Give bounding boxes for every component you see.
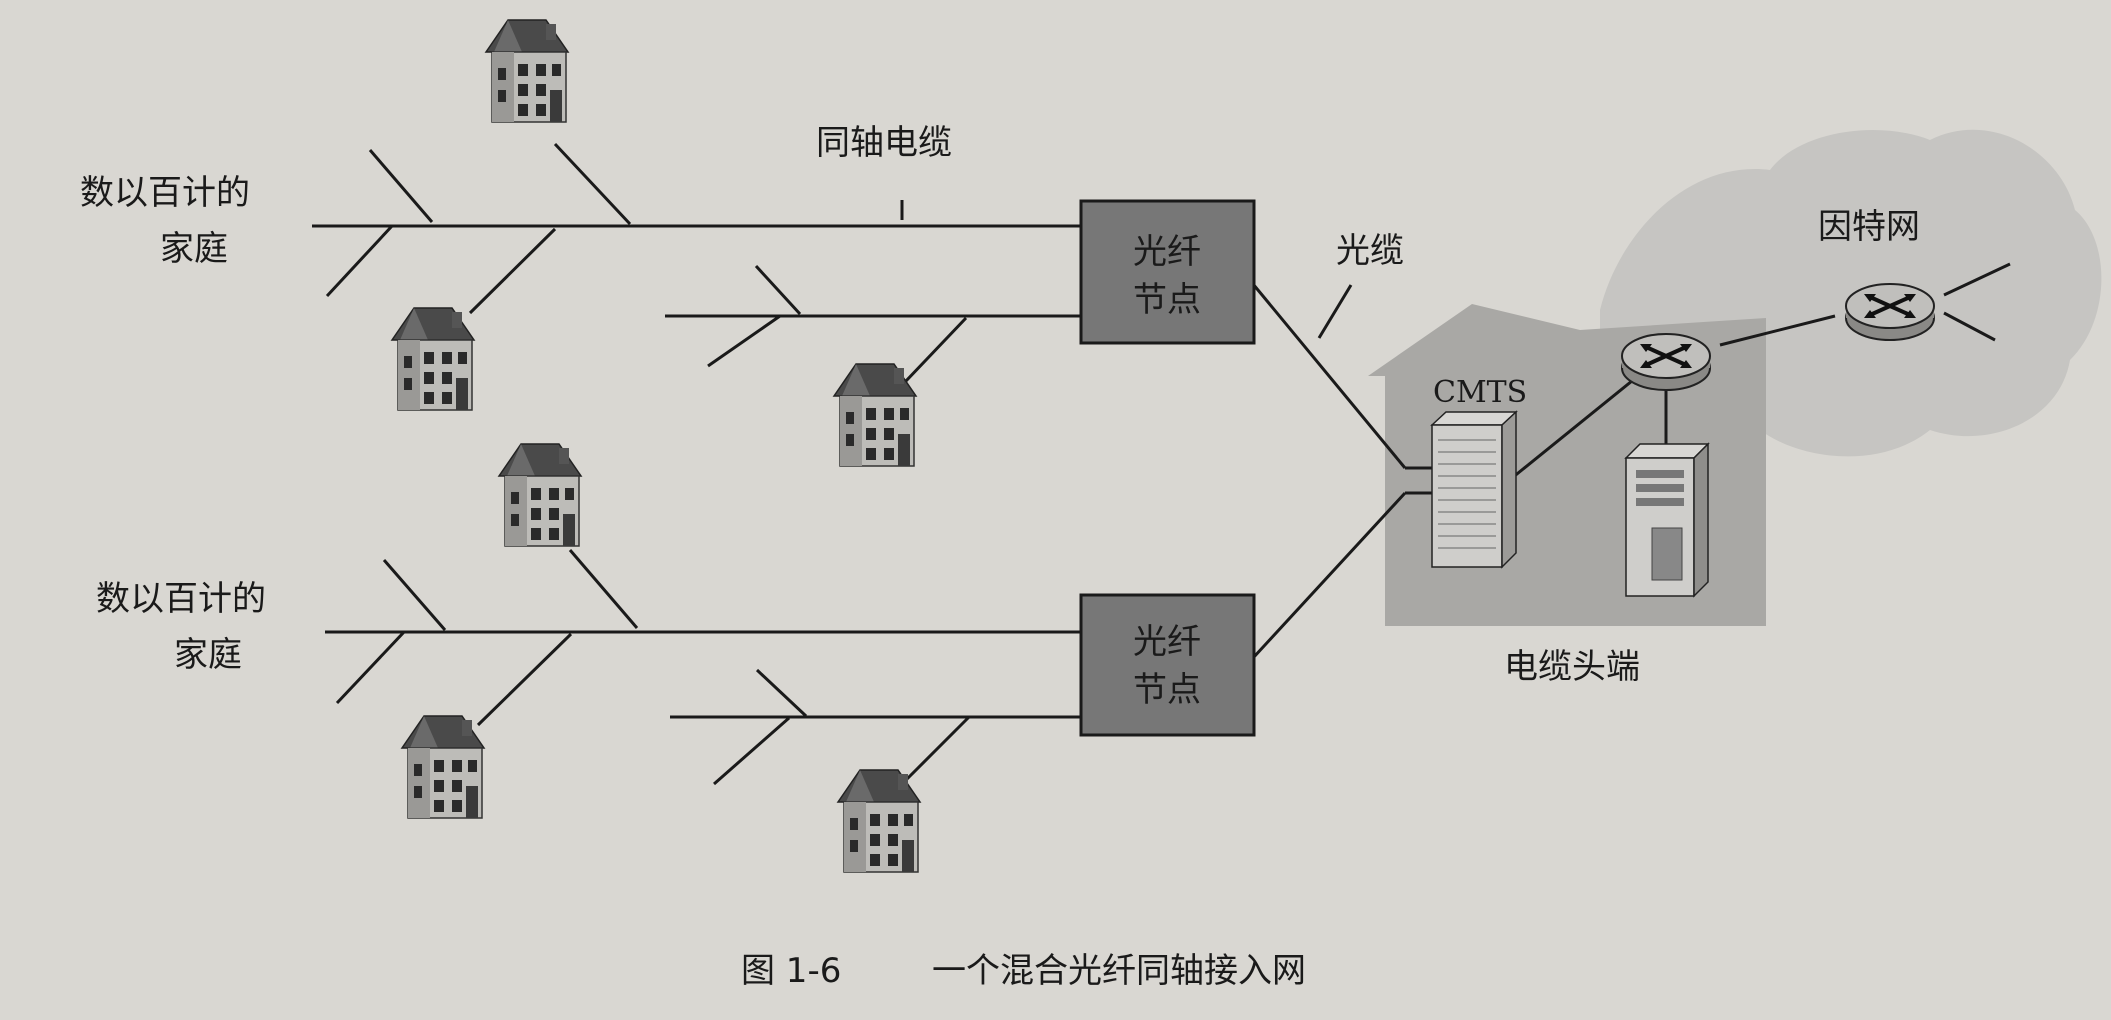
- caption-number: 图 1-6: [741, 951, 841, 991]
- fiber-cable-label: 光缆: [1336, 231, 1404, 271]
- fiber-node-bottom: [1079, 593, 1256, 737]
- cmts-label: CMTS: [1433, 375, 1527, 410]
- fiber-node-top-line2: 节点: [1133, 280, 1201, 320]
- headend-router-icon: [1620, 332, 1712, 392]
- cmts-rack: [1430, 410, 1518, 569]
- house-icon: [498, 443, 582, 547]
- homes-bottom-line1: 数以百计的: [96, 579, 266, 619]
- homes-bottom-line2: 家庭: [174, 635, 242, 675]
- top-group: [312, 142, 1083, 384]
- homes-top-line1: 数以百计的: [80, 173, 250, 213]
- internet-label: 因特网: [1818, 207, 1920, 247]
- server-icon: [1624, 442, 1710, 598]
- fiber-node-bottom-line2: 节点: [1133, 670, 1201, 710]
- fiber-node-top-line1: 光纤: [1133, 232, 1201, 272]
- fiber-cables: [1251, 262, 2011, 660]
- fiber-node-bottom-line1: 光纤: [1133, 622, 1201, 662]
- house-icon: [833, 363, 917, 467]
- internet-router-icon: [1844, 282, 1936, 342]
- house-icon: [391, 307, 475, 411]
- coax-label: 同轴电缆: [816, 123, 952, 163]
- fiber-node-top: [1079, 199, 1256, 345]
- house-icon: [485, 19, 569, 123]
- house-icon: [837, 769, 921, 873]
- caption-text: 一个混合光纤同轴接入网: [932, 951, 1306, 991]
- headend-label: 电缆头端: [1504, 647, 1640, 687]
- homes-top-line2: 家庭: [160, 229, 228, 269]
- house-icon: [401, 715, 485, 819]
- bottom-group: [325, 549, 1083, 786]
